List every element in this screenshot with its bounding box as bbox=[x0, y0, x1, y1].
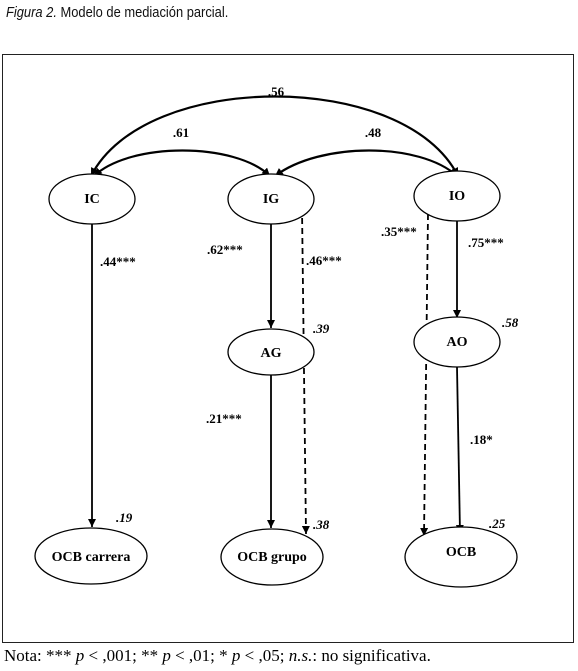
note-p2: p bbox=[162, 646, 171, 665]
label-ig: IG bbox=[263, 192, 279, 207]
r2-ocb: .25 bbox=[489, 516, 506, 531]
label-ocb-carrera: OCB carrera bbox=[52, 550, 131, 565]
node-ag bbox=[227, 328, 315, 376]
coef-ig-ocb-grupo: .46*** bbox=[306, 253, 342, 268]
note-t1: < ,001; ** bbox=[84, 646, 163, 665]
coef-ic-ig: .61 bbox=[173, 125, 189, 140]
node-io bbox=[413, 170, 501, 222]
path-ic-ig bbox=[93, 149, 271, 177]
note-prefix: Nota: *** bbox=[4, 646, 76, 665]
r2-ocb-carrera: .19 bbox=[116, 510, 133, 525]
node-ao bbox=[413, 316, 501, 368]
coef-io-ocb: .35*** bbox=[381, 224, 417, 239]
path-io-ocb-direct bbox=[420, 213, 429, 537]
path-ic-io bbox=[90, 95, 459, 177]
label-ocb: OCB bbox=[446, 545, 476, 560]
path-ig-io bbox=[274, 149, 458, 177]
coef-ic-ocb-carrera: .44*** bbox=[100, 254, 136, 269]
coef-ig-io: .48 bbox=[365, 125, 382, 140]
coef-ao-ocb: .18* bbox=[470, 432, 493, 447]
label-ocb-grupo: OCB grupo bbox=[237, 550, 307, 565]
node-ocb-grupo bbox=[220, 528, 324, 586]
note-t2: < ,01; * bbox=[170, 646, 232, 665]
note-p1: p bbox=[75, 646, 85, 665]
node-ic bbox=[48, 173, 136, 225]
figure-title: Modelo de mediación parcial. bbox=[60, 4, 229, 21]
note-t3: < ,05; bbox=[240, 646, 289, 665]
coef-ag-ocb-grupo: .21*** bbox=[206, 411, 242, 426]
r2-ao: .58 bbox=[502, 315, 519, 330]
note-ns: n.s. bbox=[288, 646, 313, 665]
node-ocb-carrera bbox=[34, 527, 148, 585]
note-t4: : no significativa. bbox=[312, 646, 431, 665]
coef-ic-io: .56 bbox=[268, 84, 285, 99]
label-ao: AO bbox=[447, 335, 468, 350]
figure-label: Figura 2. bbox=[6, 4, 57, 21]
label-ag: AG bbox=[261, 346, 282, 361]
label-io: IO bbox=[449, 189, 465, 204]
node-ocb bbox=[404, 526, 518, 588]
r2-ocb-grupo: .38 bbox=[313, 517, 330, 532]
figure-caption: Figura 2. Modelo de mediación parcial. bbox=[6, 4, 228, 21]
diagram-frame bbox=[2, 54, 574, 643]
note-p3: p bbox=[231, 646, 241, 665]
label-ic: IC bbox=[84, 192, 100, 207]
node-ig bbox=[227, 173, 315, 225]
coef-ig-ag: .62*** bbox=[207, 242, 243, 257]
r2-ag: .39 bbox=[313, 321, 330, 336]
path-ao-ocb bbox=[455, 366, 464, 534]
coef-io-ao: .75*** bbox=[468, 235, 504, 250]
footnote: Nota: *** p < ,001; ** p < ,01; * p < ,0… bbox=[4, 646, 431, 666]
path-ig-ocb-grupo-direct bbox=[301, 207, 310, 535]
